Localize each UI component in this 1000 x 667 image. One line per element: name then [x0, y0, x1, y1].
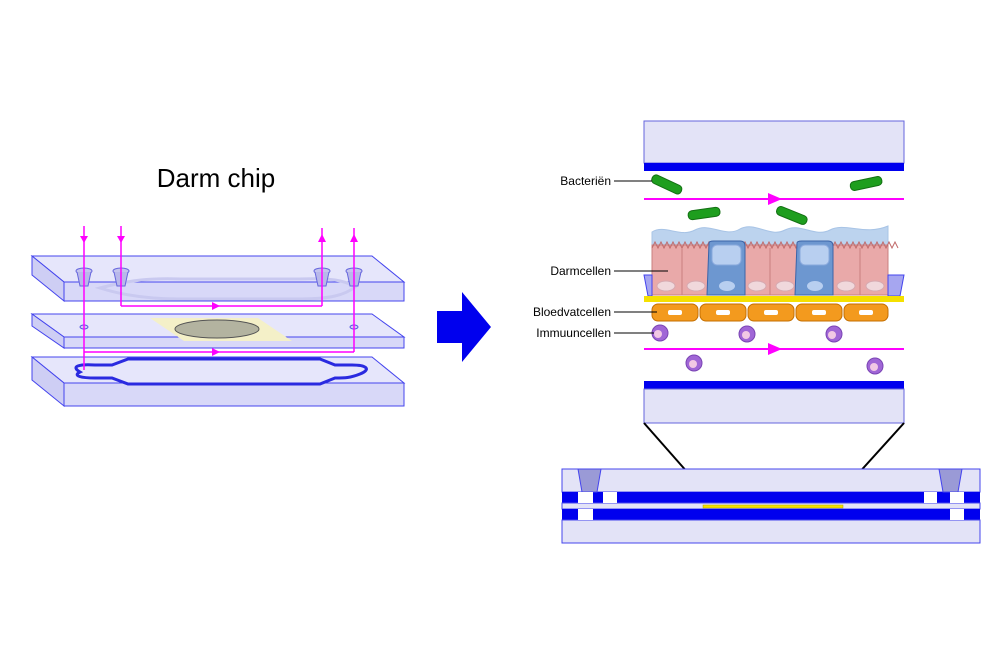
- cell-culture-well: [174, 319, 260, 339]
- flow-arrow-up: [318, 234, 326, 242]
- flow-lines-left: [80, 226, 358, 370]
- bottom-plate: [643, 388, 905, 424]
- chip-cross-section: [561, 468, 981, 544]
- flow-arrow-up: [350, 234, 358, 242]
- flow-arrow-right: [212, 302, 220, 310]
- goblet-cell: [794, 240, 834, 296]
- bacterium: [775, 206, 808, 225]
- bacterium: [849, 176, 883, 191]
- immune-cells: [651, 324, 884, 375]
- chip-bottom-layer: [30, 355, 406, 408]
- bacteria-group: [651, 174, 883, 225]
- flow-arrow-down: [80, 236, 88, 243]
- top-channel-wall: [644, 163, 904, 171]
- flow-arrow-down: [117, 236, 125, 243]
- immune-cell: [651, 324, 669, 342]
- big-arrow-icon: [437, 292, 491, 362]
- immune-cell: [825, 325, 843, 343]
- bottom-channel: [74, 357, 368, 386]
- label-gut-cells: Darmcellen: [550, 264, 668, 278]
- svg-text:Immuuncellen: Immuuncellen: [536, 326, 611, 340]
- svg-text:Bacteriën: Bacteriën: [560, 174, 611, 188]
- chip-top-layer: [30, 254, 406, 303]
- diagram-title: Darm chip: [157, 163, 275, 193]
- gut-cell-layer: [651, 240, 899, 296]
- top-plate: [643, 120, 905, 164]
- flow-arrow-right: [768, 343, 782, 355]
- bacterium: [651, 174, 683, 195]
- label-blood-vessel-cells: Bloedvatcellen: [533, 305, 657, 319]
- svg-text:Darmcellen: Darmcellen: [550, 264, 611, 278]
- porous-membrane: [644, 296, 904, 302]
- flow-arrow-right: [212, 348, 220, 356]
- label-immune-cells: Immuuncellen: [536, 326, 654, 340]
- label-bacteria: Bacteriën: [560, 174, 652, 188]
- immune-cell: [738, 325, 756, 343]
- goblet-cell: [706, 240, 746, 296]
- flow-arrow-right: [768, 193, 782, 205]
- immune-cell: [685, 354, 703, 372]
- blood-vessel-cell-layer: [651, 303, 889, 322]
- chip-middle-layer: [30, 313, 406, 349]
- immune-cell: [866, 357, 884, 375]
- bacterium: [687, 206, 721, 221]
- svg-text:Bloedvatcellen: Bloedvatcellen: [533, 305, 611, 319]
- bottom-channel-wall: [644, 381, 904, 389]
